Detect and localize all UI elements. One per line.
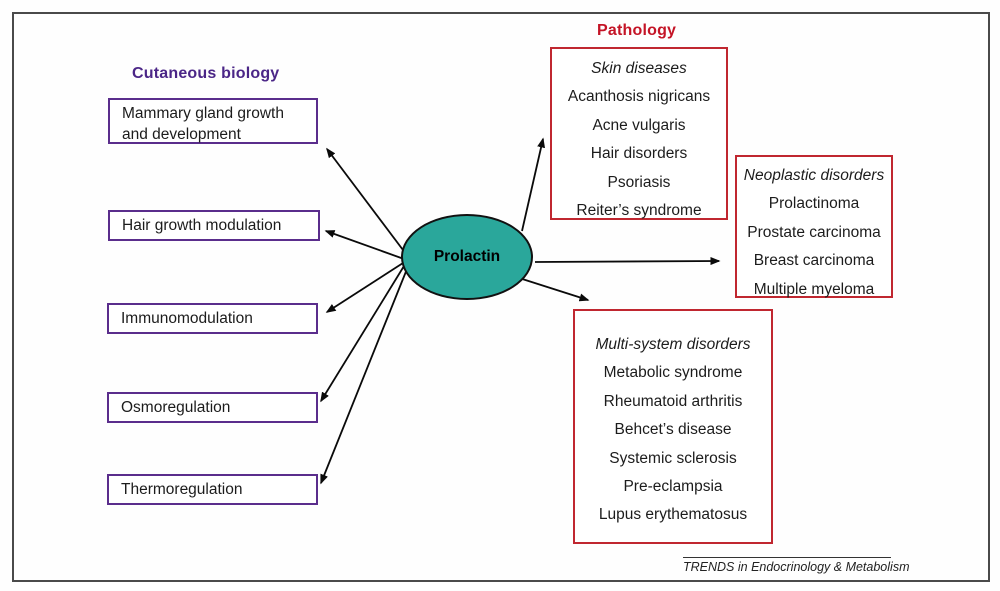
skin-disease-item: Acne vulgaris [592,116,686,134]
cutaneous-biology-header: Cutaneous biology [132,65,280,82]
prolactin-node: Prolactin [401,214,533,300]
multi-system-item: Lupus erythematosus [598,506,748,524]
multi-system-item: Metabolic syndrome [603,364,743,382]
box-neoplastic-disorders: Neoplastic disorders Prolactinoma Prosta… [735,155,893,298]
neoplastic-title: Neoplastic disorders [743,167,885,184]
neoplastic-item: Multiple myeloma [753,280,875,298]
box-immunomodulation-label: Immunomodulation [121,309,253,327]
multi-system-title: Multi-system disorders [595,336,751,353]
multi-system-item: Rheumatoid arthritis [603,392,743,410]
skin-disease-item: Acanthosis nigricans [567,88,711,106]
skin-disease-item: Psoriasis [607,173,671,191]
prolactin-label: Prolactin [433,248,501,265]
box-mammary-gland-label: Mammary gland growth and development [122,105,284,143]
box-hair-growth: Hair growth modulation [108,210,320,241]
box-thermoregulation: Thermoregulation [107,474,318,505]
multi-system-item: Behcet’s disease [614,421,732,439]
skin-disease-item: Reiter’s syndrome [576,202,702,220]
box-thermoregulation-label: Thermoregulation [121,480,243,498]
box-multi-system-disorders: Multi-system disorders Metabolic syndrom… [573,309,773,544]
box-mammary-gland: Mammary gland growth and development [108,98,318,144]
box-osmoregulation: Osmoregulation [107,392,318,423]
skin-diseases-title: Skin diseases [591,60,687,77]
journal-credit: TRENDS in Endocrinology & Metabolism [683,557,909,574]
neoplastic-item: Breast carcinoma [753,252,875,270]
neoplastic-item: Prolactinoma [768,195,860,213]
skin-disease-item: Hair disorders [590,145,688,163]
box-hair-growth-label: Hair growth modulation [122,216,282,234]
multi-system-item: Pre-eclampsia [623,478,723,496]
neoplastic-item: Prostate carcinoma [747,223,881,241]
box-skin-diseases: Skin diseases Acanthosis nigricans Acne … [550,47,728,220]
multi-system-item: Systemic sclerosis [609,449,737,467]
box-immunomodulation: Immunomodulation [107,303,318,334]
figure-border [12,12,990,582]
box-osmoregulation-label: Osmoregulation [121,398,231,416]
pathology-header: Pathology [597,22,677,39]
